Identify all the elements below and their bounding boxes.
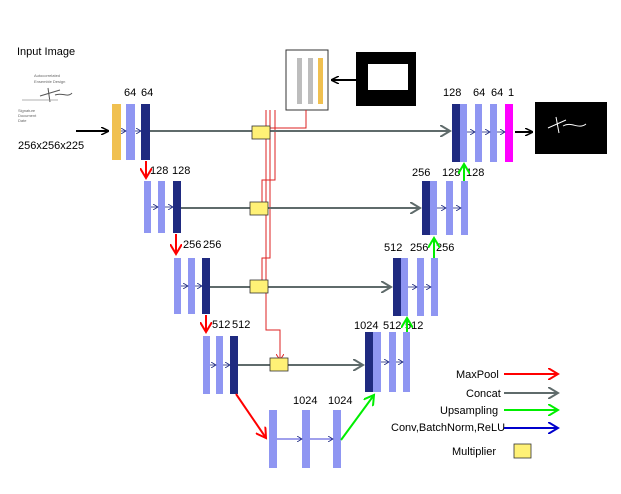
channel-label: 128	[443, 87, 461, 99]
multiplier-routing	[262, 110, 307, 360]
channel-label: 256	[203, 239, 221, 251]
channel-label: 512	[212, 319, 230, 331]
attention-bar	[318, 58, 323, 104]
conv-block	[475, 104, 482, 162]
decoder-level-3: 512 256 256	[384, 242, 454, 316]
channel-label: 256	[436, 242, 454, 254]
conv-block	[126, 104, 135, 160]
input-block	[112, 104, 121, 160]
conv-block	[431, 258, 438, 316]
channel-label: 64	[491, 87, 503, 99]
conv-block	[401, 258, 408, 316]
input-section: Input Image Autocorrelated Ensemble Desi…	[14, 46, 108, 152]
mask-window	[368, 64, 408, 90]
maxpool-arrow	[235, 393, 266, 438]
decoder-level-4: 1024 512 512	[354, 320, 423, 392]
output-signature	[547, 116, 587, 134]
channel-label: 128	[172, 165, 190, 177]
channel-label: 1024	[354, 320, 378, 332]
multiplier-box	[269, 357, 289, 372]
conv-block	[389, 332, 396, 392]
conv-block	[373, 332, 381, 392]
conv-block	[460, 104, 467, 162]
channel-label: 128	[442, 167, 460, 179]
conv-block	[417, 258, 424, 316]
attention-bar	[297, 58, 302, 104]
multipliers	[249, 125, 289, 372]
conv-block	[144, 181, 151, 233]
channel-label: 1	[508, 87, 514, 99]
channel-label: 512	[383, 320, 401, 332]
conv-block	[430, 181, 437, 235]
channel-label: 128	[466, 167, 484, 179]
conv-block	[141, 104, 150, 160]
upsampling-arrow	[340, 395, 374, 441]
conv-block	[452, 104, 460, 162]
output-section	[515, 102, 607, 154]
input-doc-line: Autocorrelated	[34, 73, 60, 78]
maxpool-arrows	[146, 161, 266, 438]
conv-block	[230, 336, 238, 394]
channel-label: 1024	[328, 395, 352, 407]
multiplier-box	[249, 279, 269, 294]
conv-block	[422, 181, 430, 235]
legend-concat-label: Concat	[466, 388, 501, 400]
input-image-title: Input Image	[17, 46, 75, 58]
conv-block	[188, 258, 195, 314]
conv-block	[490, 104, 497, 162]
conv-block	[403, 332, 410, 392]
input-doc-line: Ensemble Design	[34, 79, 65, 84]
legend-conv-label: Conv,BatchNorm,ReLU	[391, 422, 505, 434]
encoder-level-3: 256 256	[174, 239, 221, 314]
legend-multiplier-label: Multiplier	[452, 446, 496, 458]
legend-upsampling-label: Upsampling	[440, 405, 498, 417]
conv-block	[173, 181, 181, 233]
multiplier-box	[251, 125, 271, 140]
output-block	[505, 104, 513, 162]
channel-label: 128	[150, 165, 168, 177]
input-doc-line: Document	[18, 113, 37, 118]
encoder-level-4: 512 512	[203, 319, 250, 394]
conv-block	[216, 336, 223, 394]
channel-label: 256	[410, 242, 428, 254]
channel-label: 256	[183, 239, 201, 251]
conv-block	[302, 410, 310, 468]
conv-block	[203, 336, 210, 394]
channel-label: 512	[384, 242, 402, 254]
encoder-level-1: 64 64	[112, 87, 153, 160]
conv-block	[202, 258, 210, 314]
conv-block	[174, 258, 181, 314]
attention-module	[285, 49, 416, 111]
conv-block	[158, 181, 165, 233]
channel-label: 1024	[293, 395, 317, 407]
conv-block	[446, 181, 453, 235]
bottleneck: 1024 1024	[269, 395, 352, 468]
conv-block	[393, 258, 401, 316]
channel-label: 64	[141, 87, 153, 99]
legend-maxpool-label: MaxPool	[456, 369, 499, 381]
attention-bar	[308, 58, 313, 104]
decoder-level-1: 128 64 64 1	[443, 87, 514, 162]
decoder-level-2: 256 128 128	[412, 167, 484, 235]
conv-block	[461, 181, 468, 235]
legend-multiplier-box	[513, 443, 532, 459]
input-doc-line: Date	[18, 118, 27, 123]
channel-label: 64	[124, 87, 136, 99]
upsampling-arrows	[340, 164, 464, 441]
multiplier-box	[249, 201, 269, 216]
input-image-thumbnail: Autocorrelated Ensemble Design Signature…	[14, 68, 78, 126]
conv-block	[269, 410, 277, 468]
conv-block	[333, 410, 341, 468]
channel-label: 256	[412, 167, 430, 179]
conv-block	[365, 332, 373, 392]
encoder-level-2: 128 128	[144, 165, 190, 233]
channel-label: 64	[473, 87, 485, 99]
channel-label: 512	[232, 319, 250, 331]
input-shape-label: 256x256x225	[18, 140, 84, 152]
input-doc-line: Signature	[18, 108, 36, 113]
skip-connections	[150, 131, 450, 365]
legend: MaxPool Concat Upsampling Conv,BatchNorm…	[391, 369, 558, 459]
output-image	[535, 102, 607, 154]
